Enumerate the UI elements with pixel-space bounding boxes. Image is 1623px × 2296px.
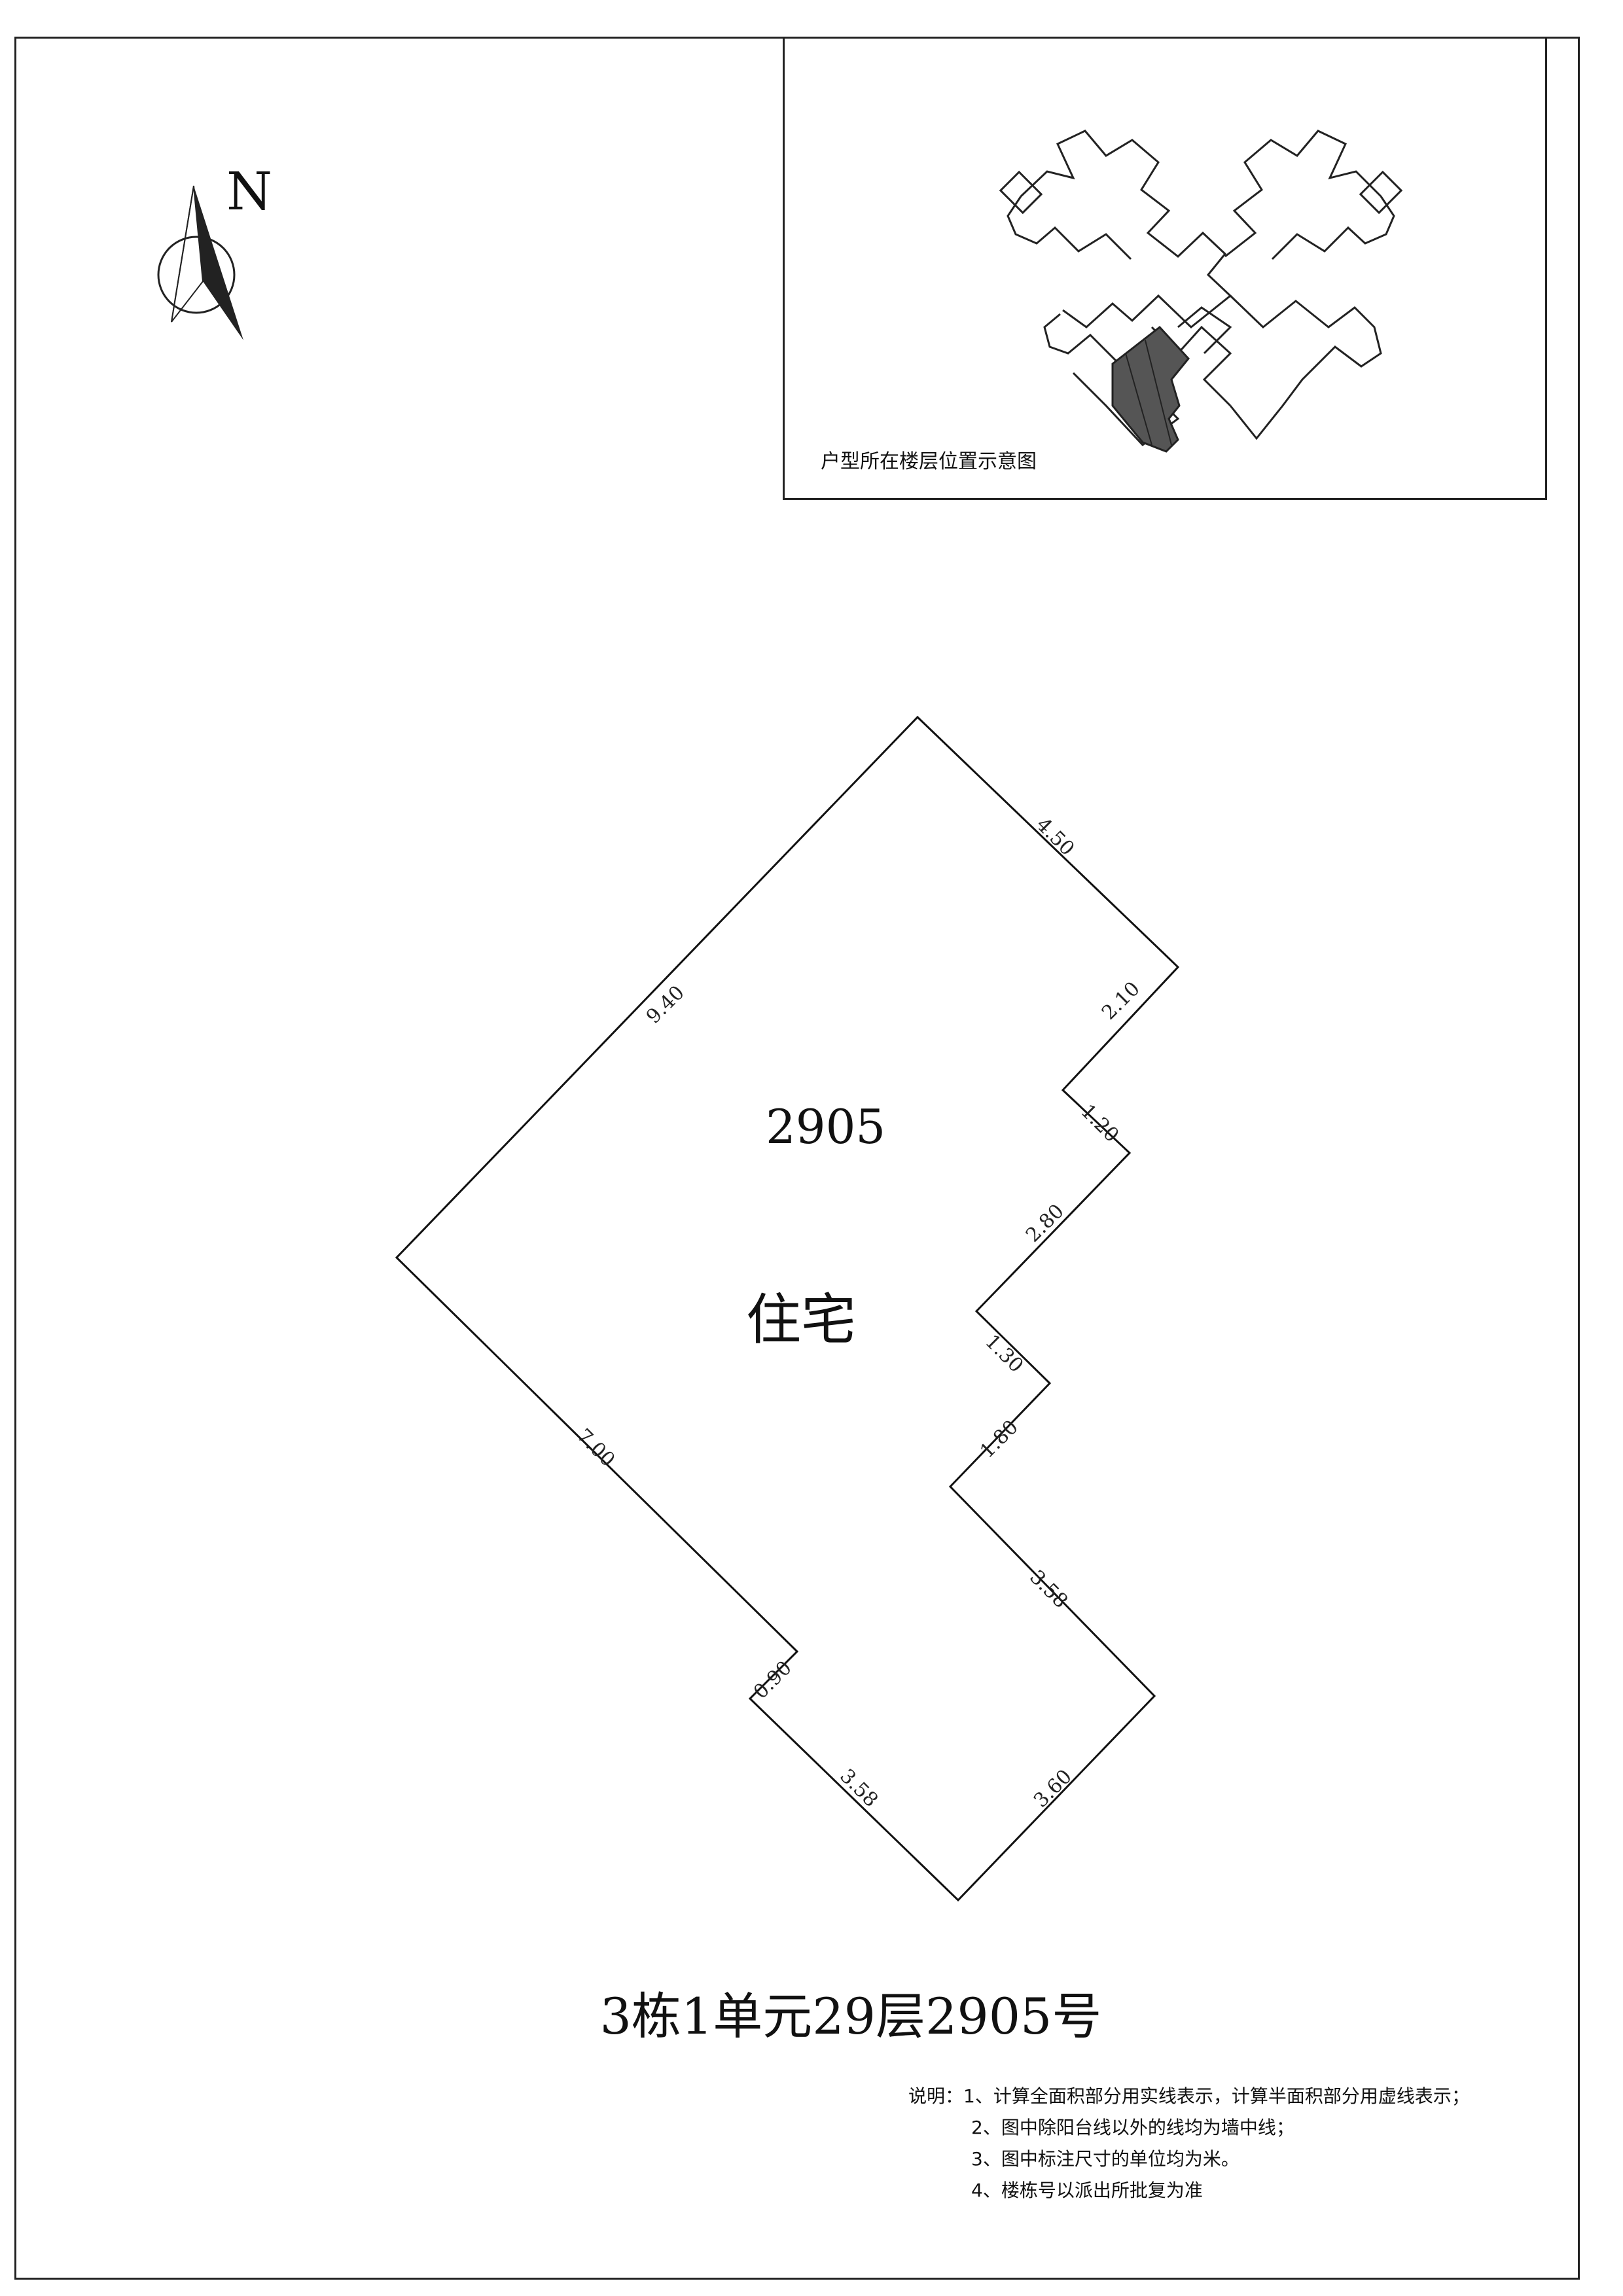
drawing-frame bbox=[14, 37, 1580, 2280]
unit-use-label: 住宅 bbox=[746, 1288, 857, 1352]
note-text: 1、计算全面积部分用实线表示，计算半面积部分用虚线表示； bbox=[963, 2085, 1470, 2107]
dimension-label: 0.90 bbox=[749, 1657, 796, 1704]
north-arrow-icon bbox=[157, 185, 243, 340]
note-item: 4、楼栋号以派出所批复为准 bbox=[908, 2175, 1470, 2206]
dimension-label: 2.10 bbox=[1097, 978, 1145, 1025]
note-text: 3、图中标注尺寸的单位均为米。 bbox=[971, 2148, 1240, 2170]
unit-outline bbox=[395, 715, 1180, 1902]
note-text: 2、图中除阳台线以外的线均为墙中线； bbox=[971, 2117, 1294, 2138]
dimension-label: 3.60 bbox=[1029, 1765, 1077, 1812]
note-item: 说明：1、计算全面积部分用实线表示，计算半面积部分用虚线表示； bbox=[908, 2081, 1470, 2112]
page-title: 3栋1单元29层2905号 bbox=[599, 1987, 1102, 2045]
north-label: N bbox=[226, 161, 272, 222]
dimension-label: 4.50 bbox=[1031, 813, 1079, 860]
dimension-label: 9.40 bbox=[642, 981, 689, 1029]
location-inset-frame bbox=[783, 37, 1547, 500]
note-item: 3、图中标注尺寸的单位均为米。 bbox=[908, 2144, 1470, 2175]
notes-block: 说明：1、计算全面积部分用实线表示，计算半面积部分用虚线表示； 2、图中除阳台线… bbox=[908, 2081, 1470, 2206]
dimension-label: 1.80 bbox=[976, 1416, 1023, 1463]
building-floor-plan-icon bbox=[999, 130, 1403, 447]
unit-number: 2905 bbox=[766, 1099, 886, 1154]
note-item: 2、图中除阳台线以外的线均为墙中线； bbox=[908, 2112, 1470, 2144]
dimension-label: 7.00 bbox=[572, 1424, 619, 1472]
notes-heading: 说明： bbox=[908, 2085, 964, 2107]
inset-caption: 户型所在楼层位置示意图 bbox=[821, 450, 1037, 473]
dimension-label: 1.30 bbox=[980, 1330, 1027, 1377]
note-text: 4、楼栋号以派出所批复为准 bbox=[971, 2180, 1203, 2201]
highlighted-unit-icon bbox=[1111, 325, 1190, 453]
